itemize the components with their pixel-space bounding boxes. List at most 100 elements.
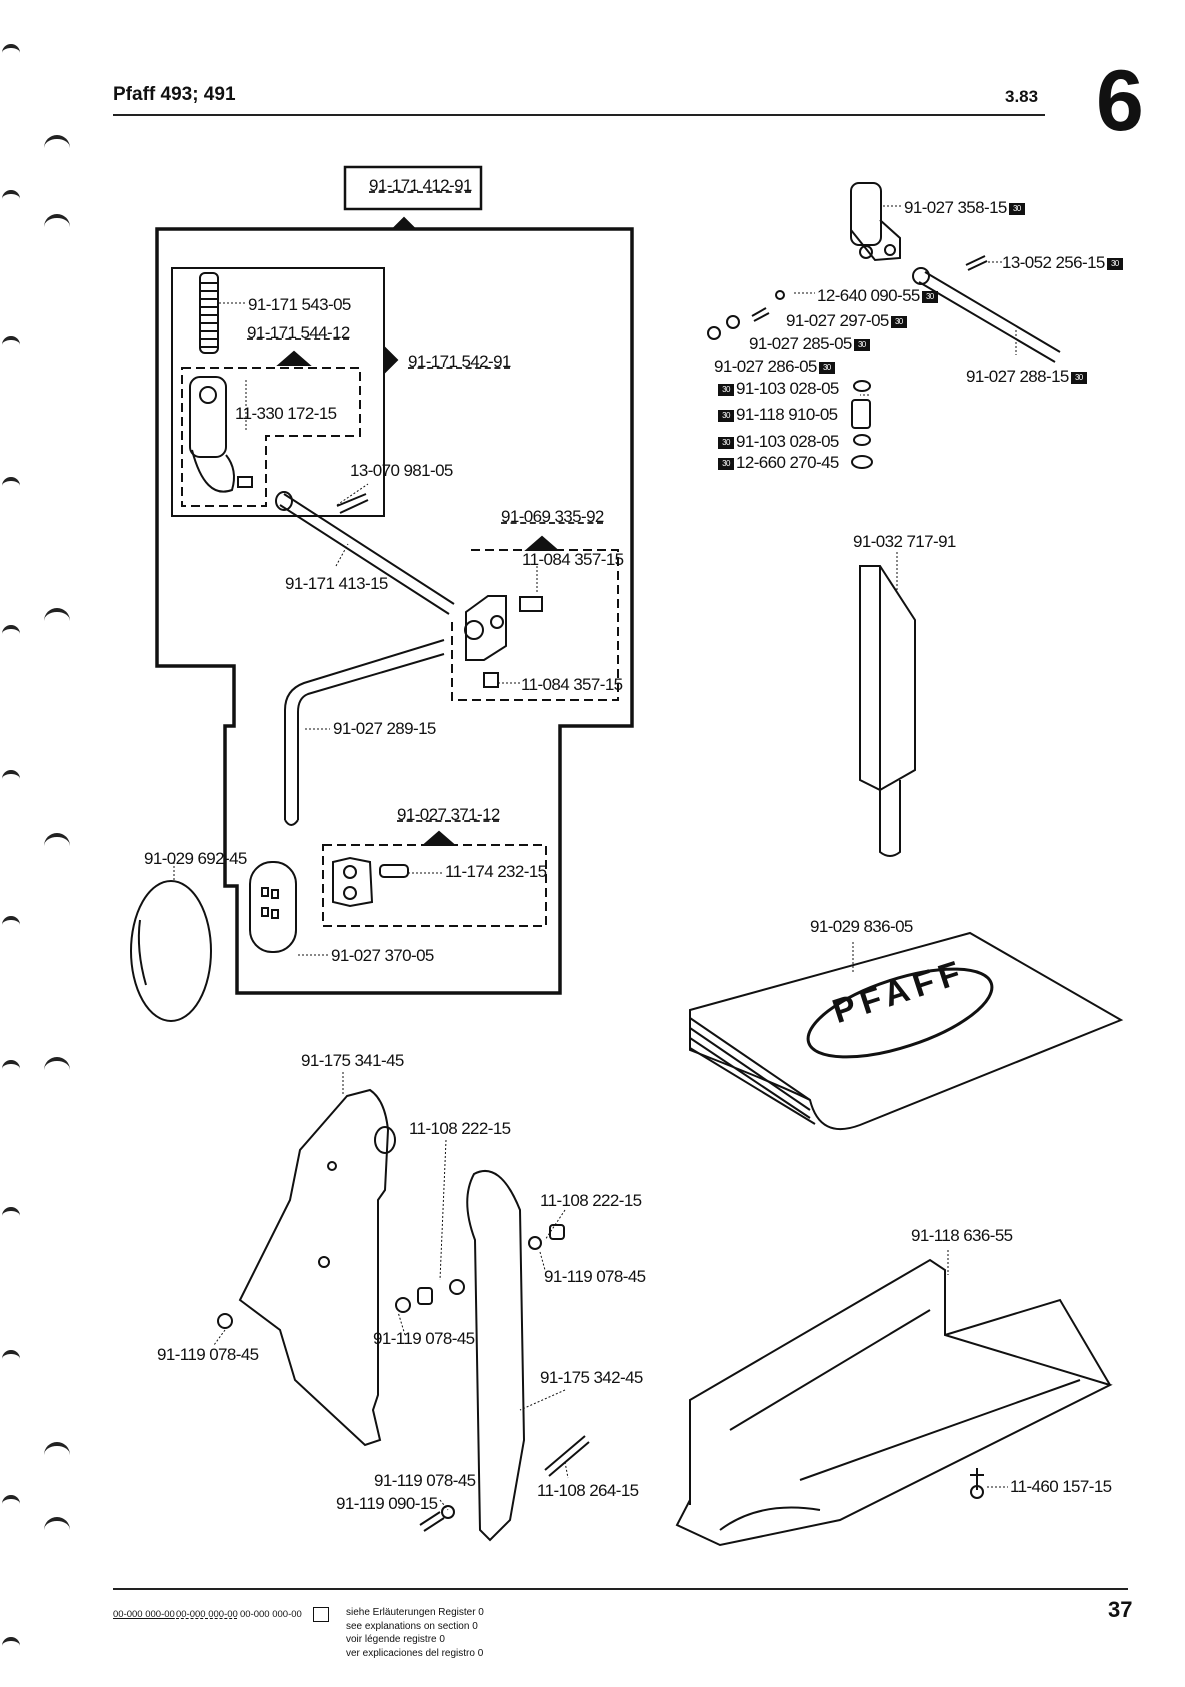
main-assembly-frame xyxy=(155,227,634,995)
cover-icon xyxy=(689,931,1124,1130)
crop-mark xyxy=(44,135,70,151)
section-30-badge: 30 xyxy=(853,338,870,351)
header-rule xyxy=(113,114,1045,116)
crop-mark xyxy=(2,1495,20,1511)
spring-icon xyxy=(199,272,219,354)
crank-icon xyxy=(850,182,901,262)
belt-guard-icon xyxy=(238,1088,396,1447)
screw-long-label: 11-108 264-15 xyxy=(537,1481,639,1500)
crop-mark xyxy=(2,1350,20,1366)
legend-line-es: ver explicaciones del registro 0 xyxy=(346,1647,484,1659)
screw-guard-1-label: 11-108 222-15 xyxy=(409,1119,511,1138)
legend-code-underlined: 00-000 000-00 xyxy=(113,1609,175,1620)
bracket-arrow xyxy=(421,830,457,846)
section-number: 6 xyxy=(1096,53,1144,149)
section-30-badge: 30 xyxy=(1106,257,1123,270)
crop-mark xyxy=(2,190,20,206)
tray-label: 91-118 636-55 xyxy=(911,1226,1013,1245)
section-30-badge: 30 xyxy=(921,290,938,303)
callout-arrow xyxy=(392,216,416,228)
section-30-badge: 30 xyxy=(718,383,734,396)
knee-pad-plate-icon xyxy=(249,861,297,953)
crop-mark xyxy=(2,1060,20,1076)
pin-icon xyxy=(336,493,369,514)
belt-guard-label: 91-175 341-45 xyxy=(301,1051,404,1070)
knee-pad-icon xyxy=(130,880,212,1022)
oil-can-label: 91-032 717-91 xyxy=(853,532,956,551)
bracket-dashed-box xyxy=(322,844,547,927)
tray-screw-icon xyxy=(970,1468,984,1499)
knee-pad-label: 91-029 692-45 xyxy=(144,849,247,868)
knee-lever-label: 91-027 289-15 xyxy=(333,719,436,738)
main-assembly-callout xyxy=(343,165,483,211)
crop-mark xyxy=(44,608,70,624)
belt-guard-part-label: 91-175 342-45 xyxy=(540,1368,643,1387)
section-30-badge: 30 xyxy=(718,436,734,449)
legend-box-icon xyxy=(313,1607,329,1622)
oil-can-icon xyxy=(859,565,916,857)
washer-guard-2-label: 91-119 078-45 xyxy=(544,1267,646,1286)
section-30-badge: 30 xyxy=(890,315,907,328)
crop-mark xyxy=(2,625,20,641)
crop-mark xyxy=(44,214,70,230)
crop-mark xyxy=(44,833,70,849)
crop-mark xyxy=(2,44,20,60)
rod-icon xyxy=(918,271,1061,363)
bracket-screw-label: 11-174 232-15 xyxy=(445,862,547,881)
section-30-badge: 30 xyxy=(1070,371,1087,384)
crop-mark xyxy=(44,1442,70,1458)
clamp-assembly-label: 91-069 335-92 xyxy=(501,507,604,526)
legend-line-de: siehe Erläuterungen Register 0 xyxy=(346,1607,484,1618)
spacer-label: 91-119 090-15 xyxy=(336,1494,438,1513)
leader-lines xyxy=(173,205,1017,1511)
washer-guard-3-label: 91-119 078-45 xyxy=(374,1471,476,1490)
belt-guard-part-icon xyxy=(466,1169,526,1542)
clamp-arrow xyxy=(524,535,560,551)
crop-mark xyxy=(44,1517,70,1533)
crop-mark xyxy=(2,916,20,932)
holder-label: 11-330 172-15 xyxy=(235,404,337,423)
screw-top-label: 11-084 357-15 xyxy=(522,550,624,569)
bracket-icon xyxy=(332,856,409,908)
crop-mark xyxy=(2,1207,20,1223)
washer-guard-left-label: 91-119 078-45 xyxy=(157,1345,259,1364)
crop-mark xyxy=(2,336,20,352)
legend-text: siehe Erläuterungen Register 0 see expla… xyxy=(346,1606,484,1660)
pin-label: 13-070 981-05 xyxy=(350,461,453,480)
clamp-dashed-box xyxy=(451,549,619,701)
legend-line-en: see explanations on section 0 xyxy=(346,1620,478,1632)
subassembly-top-label: 91-171 544-12 xyxy=(247,323,350,342)
guard-hardware-icon xyxy=(217,1224,590,1532)
tray-icon xyxy=(675,1258,1113,1547)
subassembly-box xyxy=(171,267,385,517)
footer-rule xyxy=(113,1588,1128,1590)
knee-lever-icon xyxy=(284,639,445,820)
legend-line-fr: voir légende registre 0 xyxy=(346,1634,445,1645)
legend-code-plain: 00-000 000-00 xyxy=(240,1609,302,1620)
page-number: 37 xyxy=(1108,1597,1133,1622)
clamp-block-icon xyxy=(464,595,543,688)
subassembly-side-label: 91-171 542-91 xyxy=(408,352,511,371)
section-30-badge: 30 xyxy=(718,409,734,422)
bar-icon xyxy=(279,493,455,615)
crop-mark xyxy=(44,1057,70,1073)
document-title: Pfaff 493; 491 xyxy=(113,84,236,105)
legend-code-dashed: 00-000 000-00 xyxy=(176,1609,238,1620)
cover-label: 91-029 836-05 xyxy=(810,917,913,936)
tray-screw-label: 11-460 157-15 xyxy=(1010,1477,1112,1496)
crop-mark xyxy=(2,477,20,493)
crop-mark xyxy=(2,770,20,786)
spring-label: 91-171 543-05 xyxy=(248,295,351,314)
washers-icon xyxy=(851,380,873,469)
